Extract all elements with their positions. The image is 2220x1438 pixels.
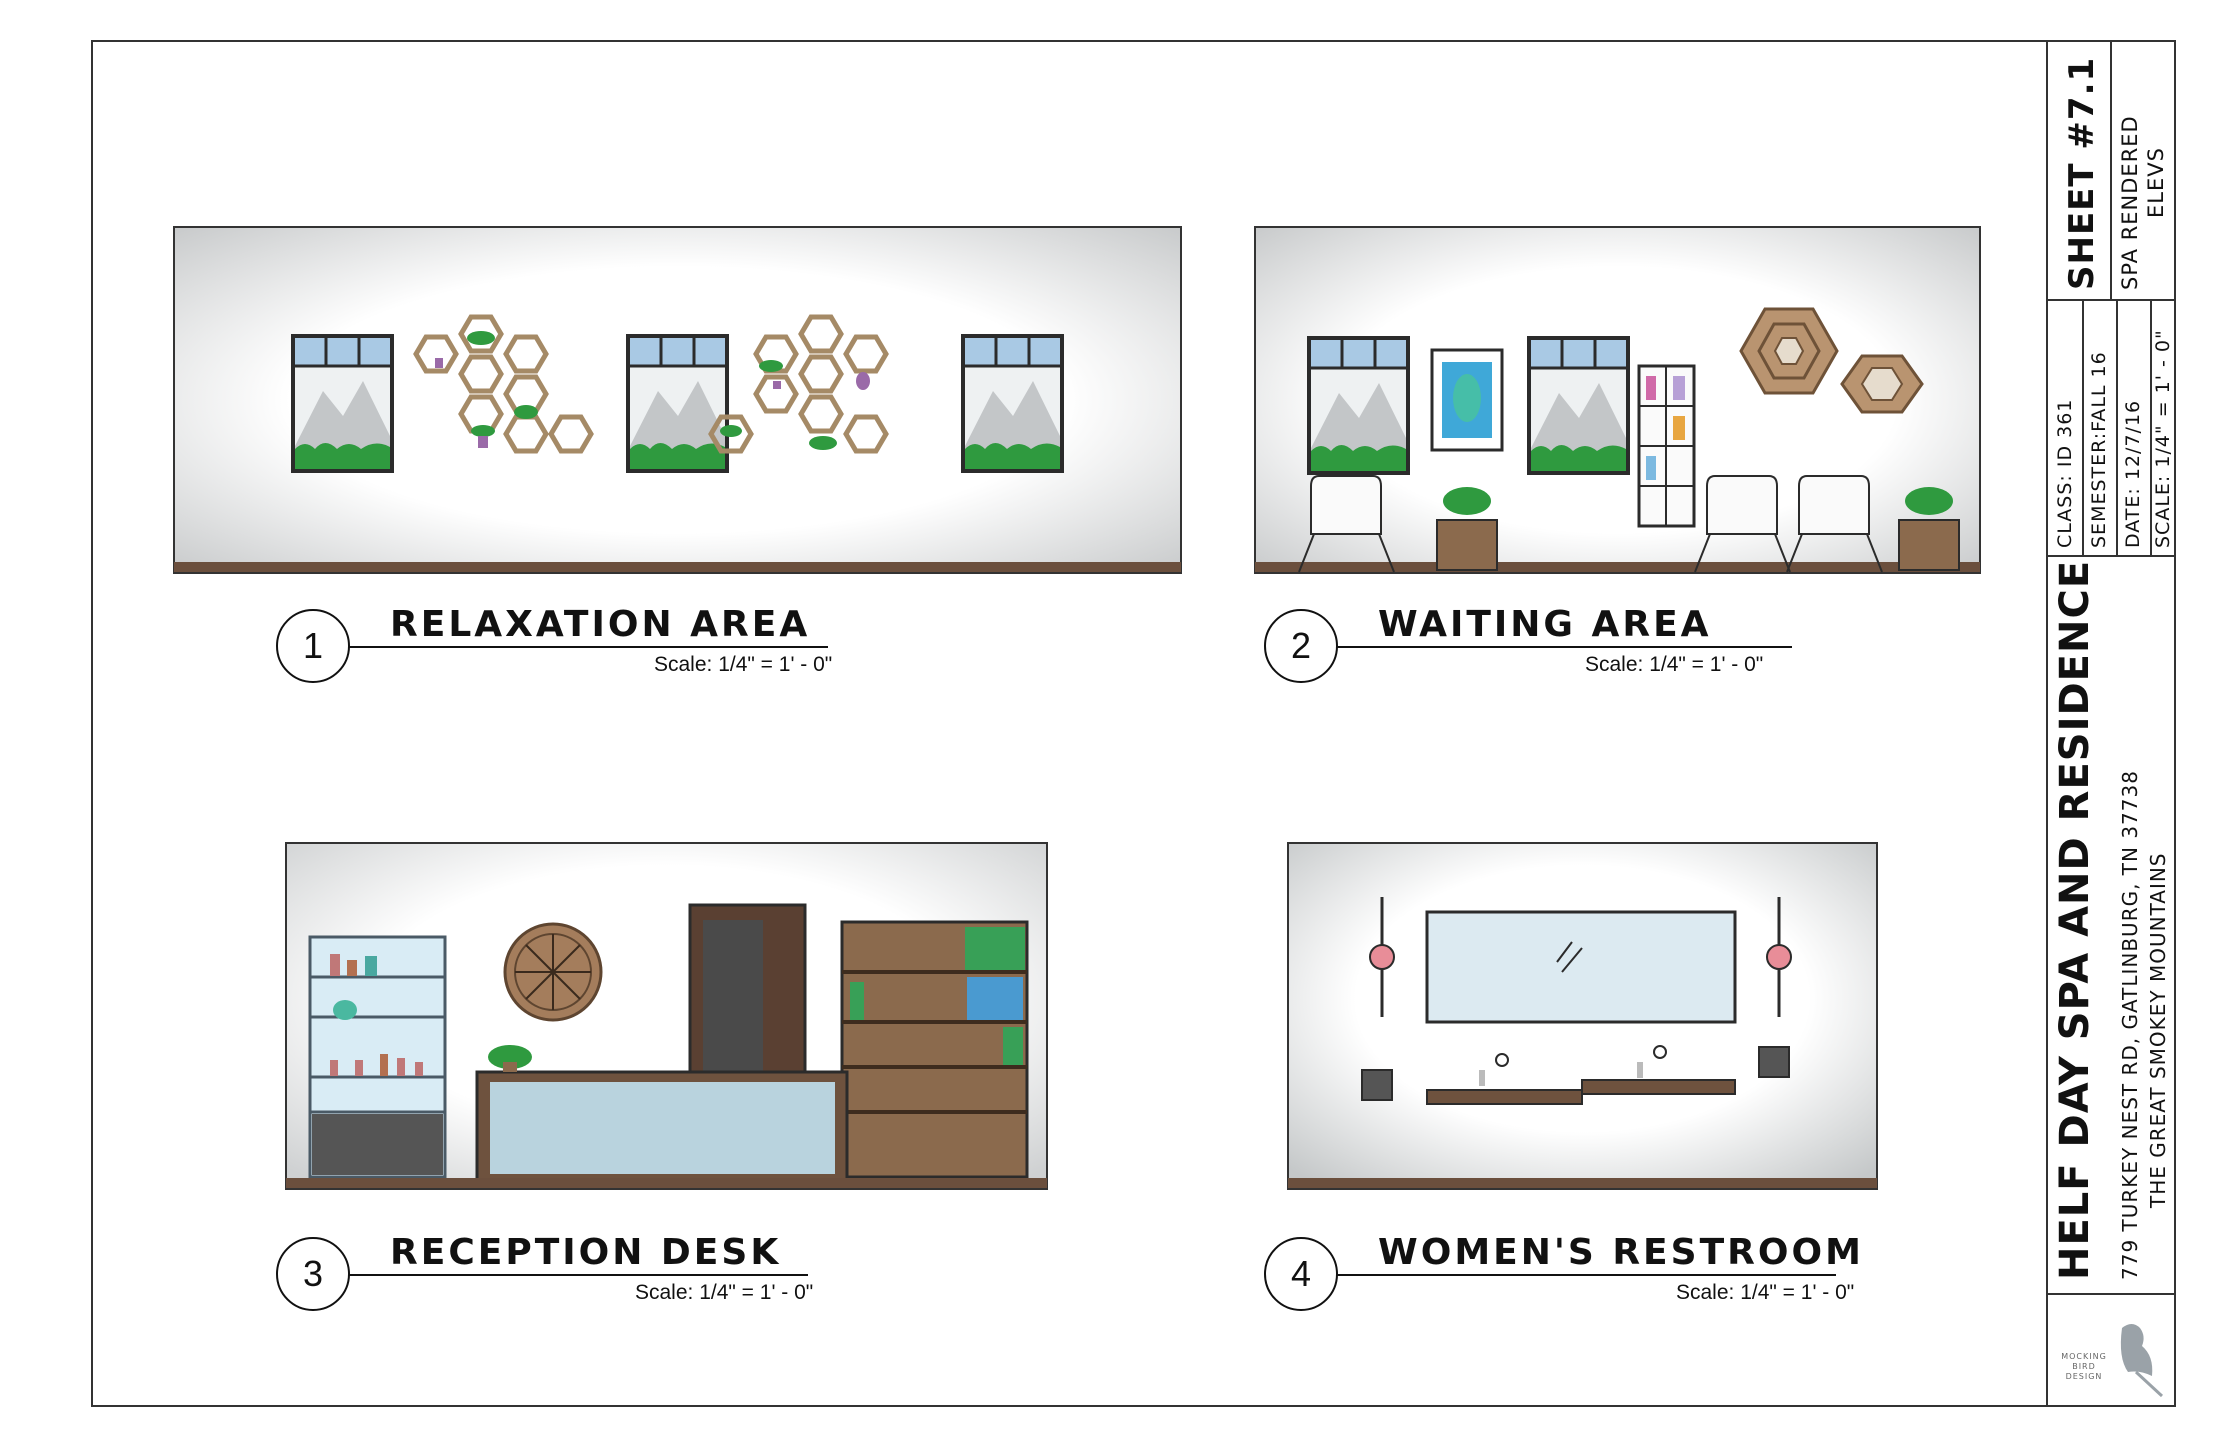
lounge-chair <box>1786 475 1883 573</box>
elevation-title: RELAXATION AREA <box>390 604 811 645</box>
framed-artwork <box>1430 348 1504 452</box>
side-table <box>1436 487 1498 571</box>
date-info: DATE: 12/7/16 <box>2122 399 2144 548</box>
elevation-scale: Scale: 1/4" = 1' - 0" <box>1585 653 1764 676</box>
floor-base <box>174 562 1181 572</box>
scale-info: SCALE: 1/4" = 1' - 0" <box>2152 329 2174 548</box>
hexagon-shelves <box>708 314 889 454</box>
book-display <box>1637 364 1696 528</box>
elevation-title: WOMEN'S RESTROOM <box>1378 1232 1864 1273</box>
plant <box>467 331 837 450</box>
mirror <box>1425 910 1737 1024</box>
sheet-border <box>91 40 2176 1407</box>
window <box>626 334 729 473</box>
bookshelf <box>840 920 1029 1179</box>
title-underline <box>348 646 828 648</box>
floor-base <box>286 1178 1047 1188</box>
elevation-reception-desk <box>285 842 1048 1190</box>
sheet-title-line2: ELEVS <box>2144 147 2168 218</box>
elevation-title: WAITING AREA <box>1378 604 1712 645</box>
project-location: THE GREAT SMOKEY MOUNTAINS <box>2146 852 2170 1208</box>
elevation-scale: Scale: 1/4" = 1' - 0" <box>654 653 833 676</box>
title-block-divider <box>2048 299 2176 301</box>
window <box>1527 336 1630 475</box>
window <box>1307 336 1410 475</box>
elevation-waiting-area <box>1254 226 1981 574</box>
floor-base <box>1255 562 1980 572</box>
callout-number: 2 <box>1264 609 1338 683</box>
vase <box>435 358 870 448</box>
title-underline <box>1336 646 1792 648</box>
window <box>961 334 1064 473</box>
lounge-chair <box>1694 475 1791 573</box>
title-underline <box>1336 1274 1836 1276</box>
towel-dispenser <box>1361 1046 1790 1101</box>
window <box>291 334 394 473</box>
elevation-scale: Scale: 1/4" = 1' - 0" <box>1676 1281 1855 1304</box>
reception-counter <box>475 1045 849 1184</box>
elevation-relaxation-area <box>173 226 1182 574</box>
floor-base <box>1288 1178 1877 1188</box>
mockingbird-icon <box>2120 1324 2153 1376</box>
elevation-scale: Scale: 1/4" = 1' - 0" <box>635 1281 814 1304</box>
title-block-divider <box>2048 555 2176 557</box>
title-block-divider <box>2048 1293 2176 1295</box>
floating-vanity <box>1426 1045 1736 1105</box>
hexagon-mirror-large <box>1739 307 1839 395</box>
semester-info: SEMESTER:FALL 16 <box>2088 351 2110 548</box>
lounge-chair <box>1298 475 1395 573</box>
sheet-number: SHEET #7.1 <box>2062 56 2102 290</box>
project-name: HELF DAY SPA AND RESIDENCE <box>2052 559 2098 1280</box>
project-address: 779 TURKEY NEST RD, GATLINBURG, TN 37738 <box>2118 770 2142 1280</box>
elevation-womens-restroom <box>1287 842 1878 1190</box>
elevation-title: RECEPTION DESK <box>390 1232 782 1273</box>
callout-number: 3 <box>276 1237 350 1311</box>
wall-sconce <box>1766 897 1792 1017</box>
callout-number: 4 <box>1264 1237 1338 1311</box>
wall-clock-wood <box>503 922 603 1022</box>
glass-shelving <box>308 935 447 1179</box>
title-block: SHEET #7.1 SPA RENDERED ELEVS CLASS: ID … <box>2046 40 2176 1407</box>
side-table <box>1898 487 1960 571</box>
wall-sconce <box>1369 897 1395 1017</box>
hexagon-mirror-small <box>1840 354 1924 414</box>
title-underline <box>348 1274 808 1276</box>
sheet-title-line1: SPA RENDERED <box>2118 115 2142 290</box>
class-info: CLASS: ID 361 <box>2054 398 2076 548</box>
callout-number: 1 <box>276 609 350 683</box>
